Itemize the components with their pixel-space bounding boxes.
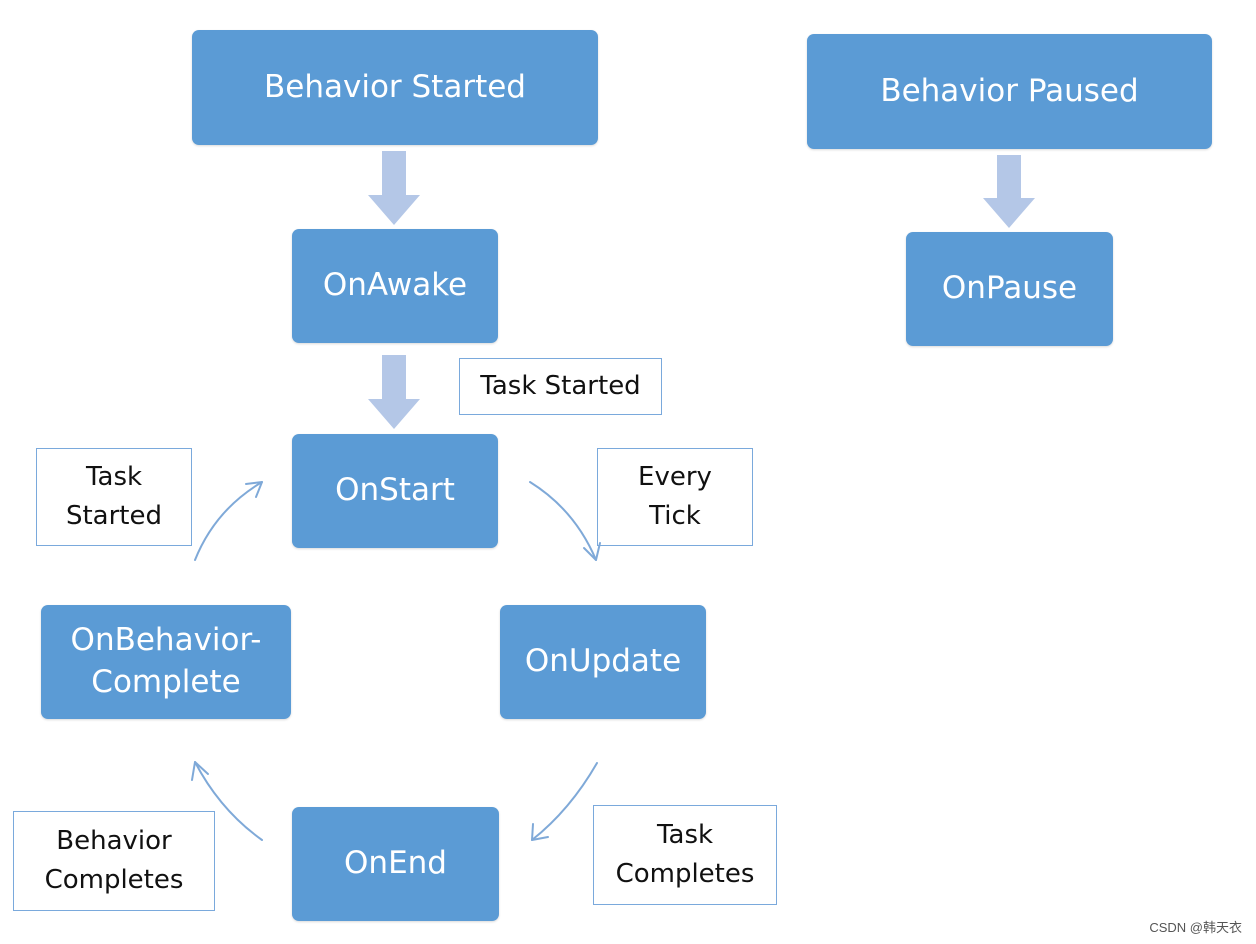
on-start-node: OnStart <box>292 434 498 548</box>
on-behavior-complete-node: OnBehavior- Complete <box>41 605 291 719</box>
task-started-label-left: Task Started <box>36 448 192 546</box>
behavior-started-text: Behavior Started <box>264 68 526 105</box>
curve-arrow-update-to-end-head <box>531 823 549 841</box>
task-completes-line1: Task <box>656 820 714 850</box>
on-update-text: OnUpdate <box>524 643 682 680</box>
curve-arrow-update-to-end <box>531 762 598 841</box>
arrow-awake-to-start <box>368 355 420 429</box>
curve-arrow-end-to-behavior-complete-head <box>191 761 209 781</box>
task-started-left-line2: Started <box>65 501 162 531</box>
task-started-top-text: Task Started <box>480 371 641 401</box>
watermark: CSDN @韩天衣 <box>1149 920 1242 935</box>
arrow-started-to-awake <box>368 151 420 225</box>
behavior-paused-node: Behavior Paused <box>807 34 1212 149</box>
on-end-text: OnEnd <box>344 845 447 882</box>
behavior-paused-text: Behavior Paused <box>880 72 1139 109</box>
task-started-label-top: Task Started <box>459 358 662 415</box>
on-behavior-complete-text-line2: Complete <box>91 664 241 700</box>
every-tick-label: Every Tick <box>597 448 753 546</box>
curve-arrow-start-to-update <box>529 481 597 561</box>
every-tick-line2: Tick <box>649 501 701 531</box>
task-completes-label: Task Completes <box>593 805 777 905</box>
task-started-left-line1: Task <box>85 462 143 492</box>
behavior-started-node: Behavior Started <box>192 30 598 145</box>
behavior-completes-line1: Behavior <box>56 826 172 856</box>
every-tick-line1: Every <box>638 462 712 492</box>
curve-arrow-behavior-complete-to-start-head <box>245 481 263 498</box>
on-pause-node: OnPause <box>906 232 1113 346</box>
on-pause-text: OnPause <box>941 270 1078 307</box>
behavior-completes-line2: Completes <box>44 865 184 895</box>
curve-arrow-behavior-complete-to-start <box>194 481 263 561</box>
on-update-node: OnUpdate <box>500 605 706 719</box>
curve-arrow-end-to-behavior-complete <box>194 761 263 841</box>
arrow-paused-to-pause <box>983 155 1035 228</box>
on-end-node: OnEnd <box>292 807 499 921</box>
on-awake-node: OnAwake <box>292 229 498 343</box>
on-awake-text: OnAwake <box>322 267 468 304</box>
behavior-completes-label: Behavior Completes <box>13 811 215 911</box>
on-start-text: OnStart <box>335 472 455 509</box>
on-behavior-complete-text-line1: OnBehavior- <box>70 622 262 659</box>
task-completes-line2: Completes <box>615 859 755 889</box>
curve-arrow-start-to-update-head <box>583 542 601 561</box>
